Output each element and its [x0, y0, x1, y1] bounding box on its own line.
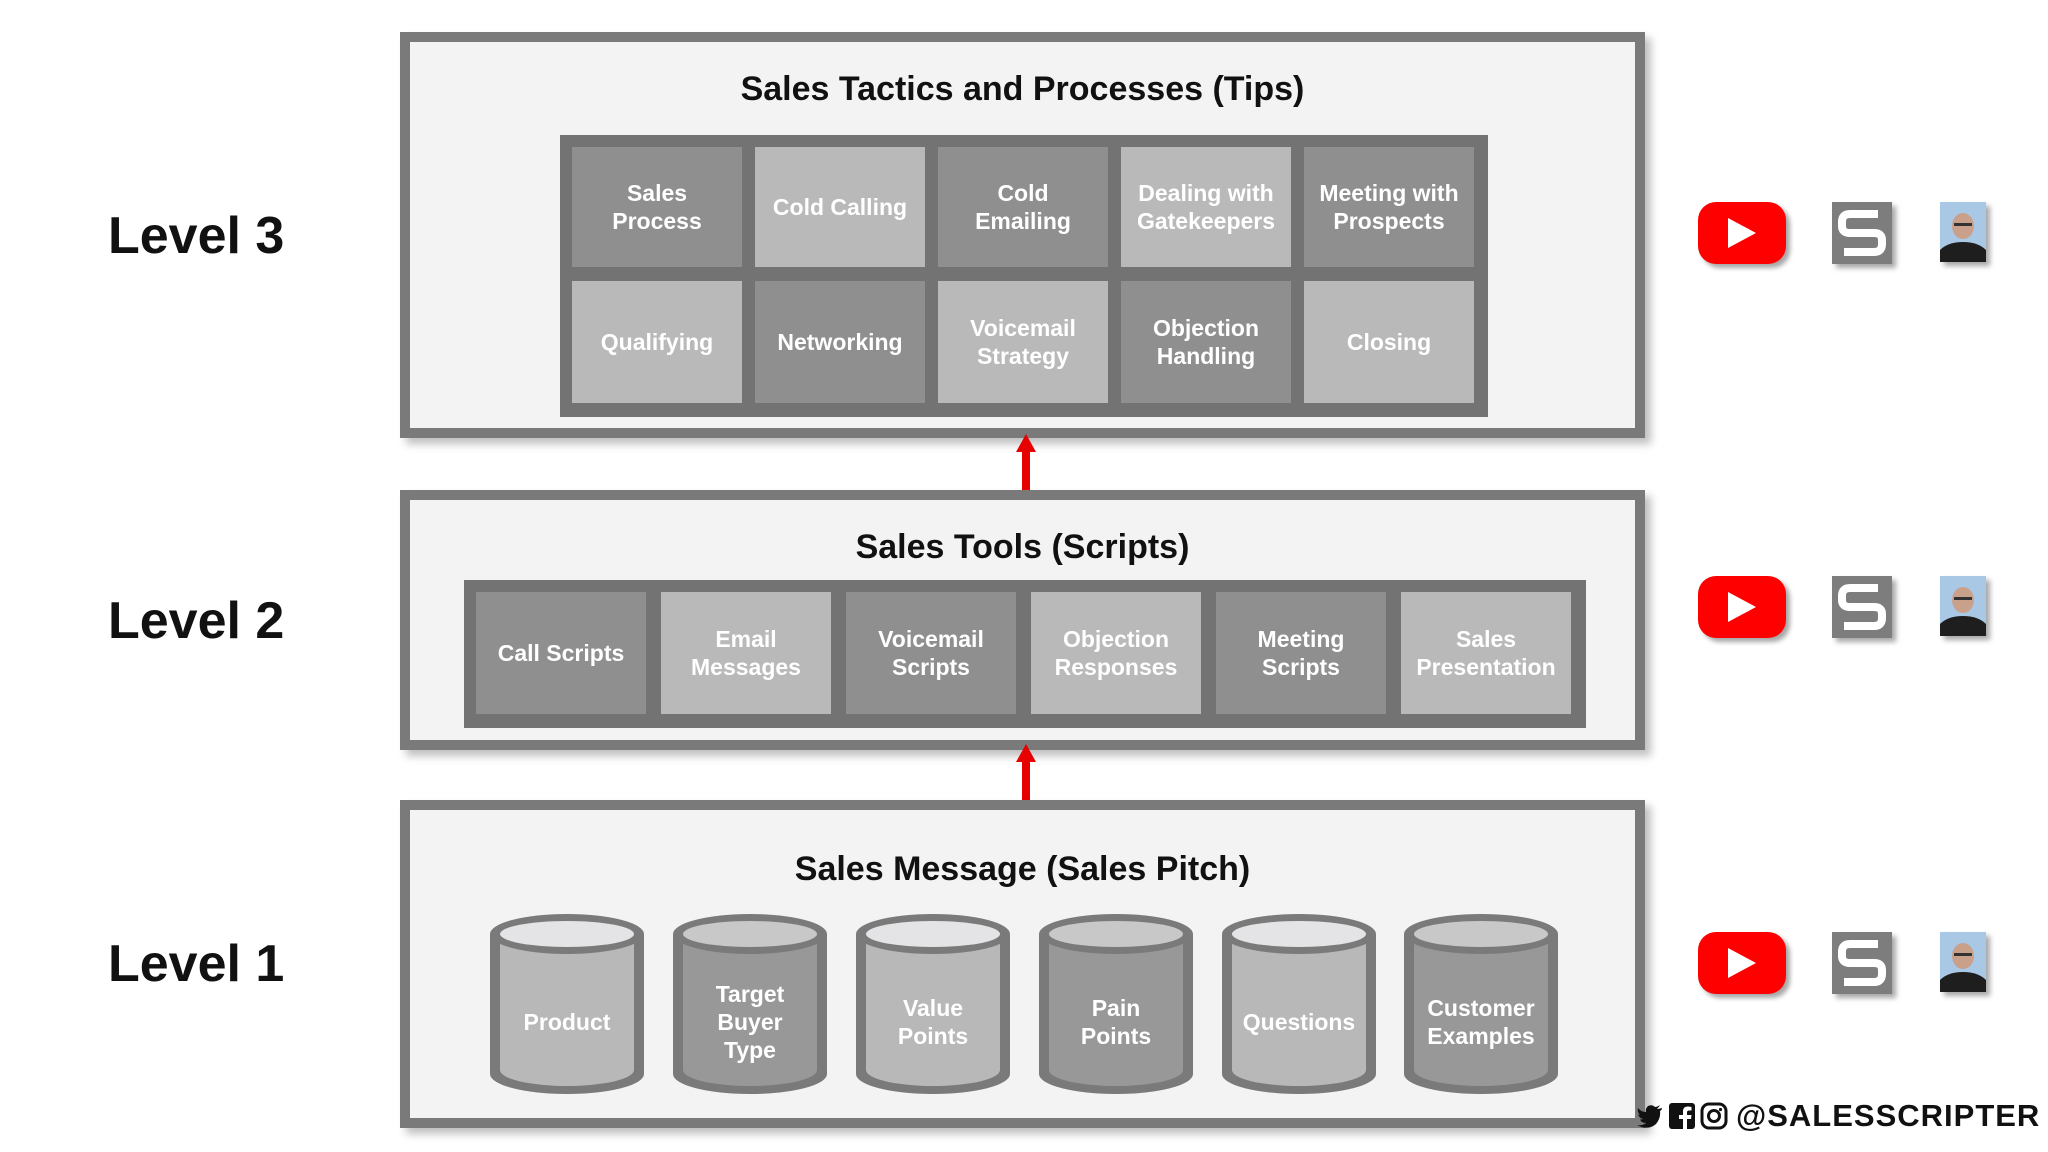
twitter-icon[interactable] [1636, 1102, 1664, 1130]
level-2-panel: Sales Tools (Scripts) Call Scripts Email… [400, 490, 1645, 750]
facebook-icon[interactable] [1668, 1102, 1696, 1130]
cell-meeting-scripts: Meeting Scripts [1216, 592, 1386, 714]
cylinder-target-buyer-type: Target Buyer Type [669, 912, 831, 1098]
social-handle-text[interactable]: @SALESSCRIPTER [1736, 1098, 2041, 1133]
cell-cold-calling: Cold Calling [755, 147, 925, 267]
cylinder-label: Pain Points [1080, 995, 1152, 1049]
level-2-label: Level 2 [108, 592, 285, 650]
arrow-level1-to-level2 [1016, 744, 1036, 806]
cylinder-pain-points: Pain Points [1035, 912, 1197, 1098]
level-1-label: Level 1 [108, 935, 285, 993]
cell-networking: Networking [755, 281, 925, 403]
level-3-label: Level 3 [108, 207, 285, 265]
instagram-icon[interactable] [1700, 1102, 1728, 1130]
cell-objection-handling: Objection Handling [1121, 281, 1291, 403]
salesscripter-s-icon[interactable] [1832, 202, 1892, 264]
cell-qualifying: Qualifying [572, 281, 742, 403]
cylinder-label: Customer Examples [1427, 995, 1535, 1049]
cylinder-value-points: Value Points [852, 912, 1014, 1098]
level-3-panel: Sales Tactics and Processes (Tips) Sales… [400, 32, 1645, 438]
salesscripter-s-icon[interactable] [1832, 576, 1892, 638]
salesscripter-s-icon[interactable] [1832, 932, 1892, 994]
arrow-level2-to-level3 [1016, 434, 1036, 496]
youtube-icon[interactable] [1698, 932, 1786, 994]
cell-voicemail-strategy: Voicemail Strategy [938, 281, 1108, 403]
cell-closing: Closing [1304, 281, 1474, 403]
cell-dealing-gatekeepers: Dealing with Gatekeepers [1121, 147, 1291, 267]
cylinder-customer-examples: Customer Examples [1400, 912, 1562, 1098]
level-3-title: Sales Tactics and Processes (Tips) [740, 70, 1305, 108]
cylinder-label: Product [523, 1009, 611, 1035]
cell-meeting-prospects: Meeting with Prospects [1304, 147, 1474, 267]
author-avatar[interactable] [1940, 576, 1986, 636]
cell-sales-process: Sales Process [572, 147, 742, 267]
social-handle-bar: @SALESSCRIPTER [1636, 1098, 2040, 1134]
cell-voicemail-scripts: Voicemail Scripts [846, 592, 1016, 714]
cylinder-questions: Questions [1218, 912, 1380, 1098]
level-3-grid: Sales Process Cold Calling Cold Emailing… [560, 135, 1488, 417]
cylinder-product: Product [486, 912, 648, 1098]
youtube-icon[interactable] [1698, 202, 1786, 264]
level-1-title: Sales Message (Sales Pitch) [794, 850, 1251, 888]
cell-email-messages: Email Messages [661, 592, 831, 714]
cell-objection-responses: Objection Responses [1031, 592, 1201, 714]
cylinder-label: Questions [1242, 1009, 1356, 1035]
level-2-title: Sales Tools (Scripts) [855, 528, 1190, 566]
author-avatar[interactable] [1940, 932, 1986, 992]
cell-call-scripts: Call Scripts [476, 592, 646, 714]
cell-sales-presentation: Sales Presentation [1401, 592, 1571, 714]
cell-cold-emailing: Cold Emailing [938, 147, 1108, 267]
cylinder-label: Value Points [897, 995, 969, 1049]
level-2-grid: Call Scripts Email Messages Voicemail Sc… [464, 580, 1586, 728]
cylinder-label: Target Buyer Type [715, 981, 785, 1063]
youtube-icon[interactable] [1698, 576, 1786, 638]
author-avatar[interactable] [1940, 202, 1986, 262]
